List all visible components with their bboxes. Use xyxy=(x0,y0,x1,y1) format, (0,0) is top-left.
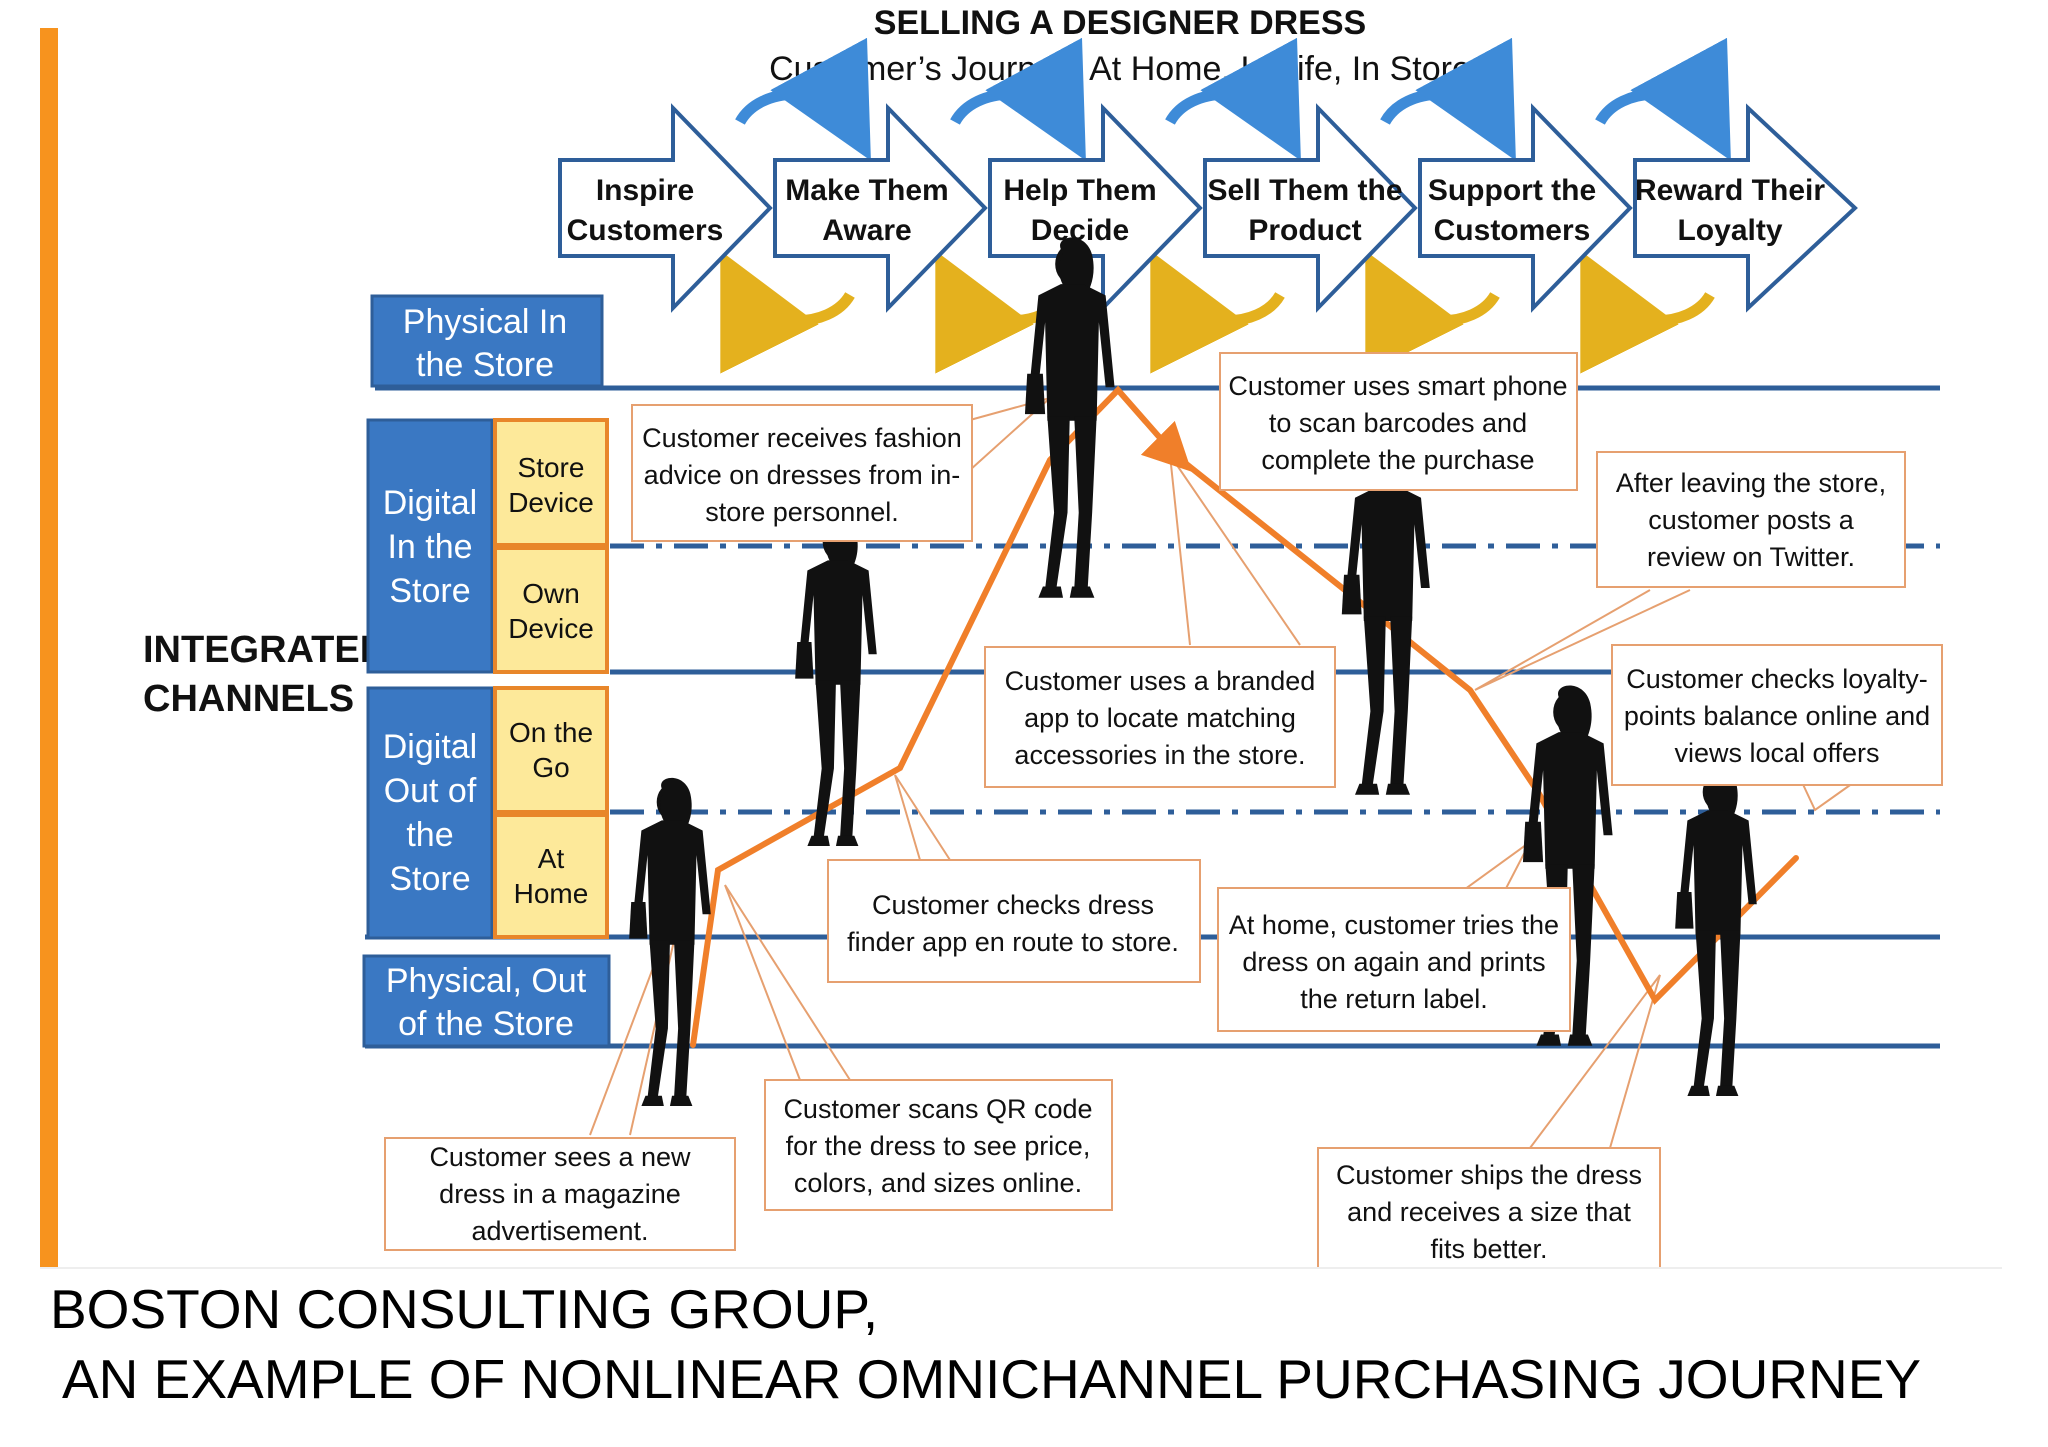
subchannel-at-home: At xyxy=(538,843,565,874)
svg-text:Customer sees a new: Customer sees a new xyxy=(429,1142,691,1172)
subchannel-store-device: Store xyxy=(518,452,585,483)
svg-text:Store: Store xyxy=(389,572,470,610)
svg-text:Device: Device xyxy=(508,487,594,518)
svg-text:app to locate matching: app to locate matching xyxy=(1024,703,1296,733)
subchannel-boxes: Store Device Own Device On the Go At Hom… xyxy=(493,418,609,939)
customer-figure-4 xyxy=(1341,440,1430,795)
svg-text:the: the xyxy=(406,816,453,854)
callout-twitter-review: After leaving the store, customer posts … xyxy=(1596,451,1906,588)
footer-line-2: AN EXAMPLE OF NONLINEAR OMNICHANNEL PURC… xyxy=(62,1348,1921,1410)
callout-branded-app: Customer uses a branded app to locate ma… xyxy=(984,646,1336,788)
svg-text:Out of: Out of xyxy=(384,772,477,810)
svg-text:fits better.: fits better. xyxy=(1430,1234,1547,1264)
svg-text:After leaving the store,: After leaving the store, xyxy=(1616,468,1886,498)
svg-text:colors, and sizes online.: colors, and sizes online. xyxy=(794,1168,1082,1198)
svg-text:views local offers: views local offers xyxy=(1674,738,1879,768)
svg-text:Customer uses smart phone: Customer uses smart phone xyxy=(1228,371,1567,401)
svg-text:to scan barcodes and: to scan barcodes and xyxy=(1269,408,1527,438)
svg-text:Go: Go xyxy=(532,752,569,783)
svg-text:Loyalty: Loyalty xyxy=(1677,214,1782,247)
channel-physical-out: Physical, Out xyxy=(386,962,587,1000)
customer-figure-1 xyxy=(629,777,711,1106)
integrated-channels-label: INTEGRATED xyxy=(143,629,387,671)
svg-text:the return label.: the return label. xyxy=(1300,984,1488,1014)
svg-text:Inspire: Inspire xyxy=(596,174,694,207)
svg-text:Sell Them the: Sell Them the xyxy=(1207,174,1402,207)
svg-text:customer posts a: customer posts a xyxy=(1648,505,1855,535)
channel-digital-out: Digital xyxy=(383,728,477,766)
svg-text:Device: Device xyxy=(508,613,594,644)
step-reward: Reward Their Loyalty xyxy=(1633,103,1858,313)
channel-boxes: Physical In the Store Digital In the Sto… xyxy=(362,294,611,1048)
footer-line-1: BOSTON CONSULTING GROUP, xyxy=(50,1278,878,1340)
svg-text:for the dress to see price,: for the dress to see price, xyxy=(786,1131,1091,1161)
svg-text:finder app en route to store.: finder app en route to store. xyxy=(847,927,1179,957)
svg-text:Customer ships the dress: Customer ships the dress xyxy=(1336,1160,1642,1190)
subchannel-own-device: Own xyxy=(522,578,580,609)
svg-text:advice on dresses from in-: advice on dresses from in- xyxy=(644,460,961,490)
svg-text:of the Store: of the Store xyxy=(398,1005,574,1043)
callout-loyalty-points: Customer checks loyalty- points balance … xyxy=(1611,644,1943,786)
integrated-channels-label-2: CHANNELS xyxy=(143,678,354,720)
channel-physical-in: Physical In xyxy=(403,303,567,341)
channel-digital-in: Digital xyxy=(383,484,477,522)
svg-text:complete the purchase: complete the purchase xyxy=(1261,445,1534,475)
svg-text:review on Twitter.: review on Twitter. xyxy=(1647,542,1855,572)
callout-smartphone: Customer uses smart phone to scan barcod… xyxy=(1219,352,1578,491)
svg-text:Reward Their: Reward Their xyxy=(1635,174,1825,207)
step-inspire: Inspire Customers xyxy=(558,103,773,313)
svg-text:Customer receives fashion: Customer receives fashion xyxy=(642,423,962,453)
svg-text:Product: Product xyxy=(1248,214,1361,247)
step-arrows: Inspire Customers Make Them Aware Help T… xyxy=(558,103,1858,313)
step-sell: Sell Them the Product xyxy=(1203,103,1418,313)
svg-text:accessories in the store.: accessories in the store. xyxy=(1014,740,1305,770)
svg-text:Help Them: Help Them xyxy=(1003,174,1156,207)
svg-text:Customer checks loyalty-: Customer checks loyalty- xyxy=(1626,664,1928,694)
svg-text:advertisement.: advertisement. xyxy=(471,1216,648,1246)
footer-background xyxy=(40,1268,2002,1446)
callouts: Customer sees a new dress in a magazine … xyxy=(384,352,1943,1271)
svg-text:dress on again and prints: dress on again and prints xyxy=(1242,947,1545,977)
svg-text:Aware: Aware xyxy=(822,214,912,247)
svg-text:Support the: Support the xyxy=(1428,174,1596,207)
step-decide: Help Them Decide xyxy=(988,103,1203,313)
svg-text:the Store: the Store xyxy=(416,346,554,384)
svg-text:Customers: Customers xyxy=(1434,214,1591,247)
customer-figure-2 xyxy=(795,517,877,846)
callout-magazine: Customer sees a new dress in a magazine … xyxy=(384,1137,736,1251)
svg-text:Store: Store xyxy=(389,860,470,898)
svg-text:Customer scans QR code: Customer scans QR code xyxy=(783,1094,1092,1124)
svg-text:At home, customer tries the: At home, customer tries the xyxy=(1229,910,1559,940)
svg-text:Customers: Customers xyxy=(567,214,724,247)
svg-text:and receives a size that: and receives a size that xyxy=(1347,1197,1631,1227)
svg-text:In the: In the xyxy=(387,528,472,566)
diagram-subtitle: Customer’s Journey: At Home, In Life, In… xyxy=(769,50,1471,88)
callout-dress-finder: Customer checks dress finder app en rout… xyxy=(827,859,1201,983)
svg-text:Make Them: Make Them xyxy=(785,174,948,207)
callout-fashion-advice: Customer receives fashion advice on dres… xyxy=(631,404,973,542)
svg-text:Customer uses a branded: Customer uses a branded xyxy=(1005,666,1316,696)
step-support: Support the Customers xyxy=(1418,103,1633,313)
accent-bar xyxy=(40,28,58,1270)
callout-qr-code: Customer scans QR code for the dress to … xyxy=(764,1079,1113,1211)
subchannel-on-the-go: On the xyxy=(509,717,593,748)
diagram-title: SELLING A DESIGNER DRESS xyxy=(874,4,1366,42)
svg-text:Customer checks dress: Customer checks dress xyxy=(872,890,1154,920)
svg-text:points balance online and: points balance online and xyxy=(1624,701,1930,731)
callout-tries-dress: At home, customer tries the dress on aga… xyxy=(1217,887,1571,1032)
step-aware: Make Them Aware xyxy=(773,103,988,313)
svg-text:Home: Home xyxy=(514,878,589,909)
callout-ships-dress: Customer ships the dress and receives a … xyxy=(1317,1147,1661,1271)
svg-text:dress in a magazine: dress in a magazine xyxy=(439,1179,681,1209)
svg-text:store personnel.: store personnel. xyxy=(705,497,899,527)
